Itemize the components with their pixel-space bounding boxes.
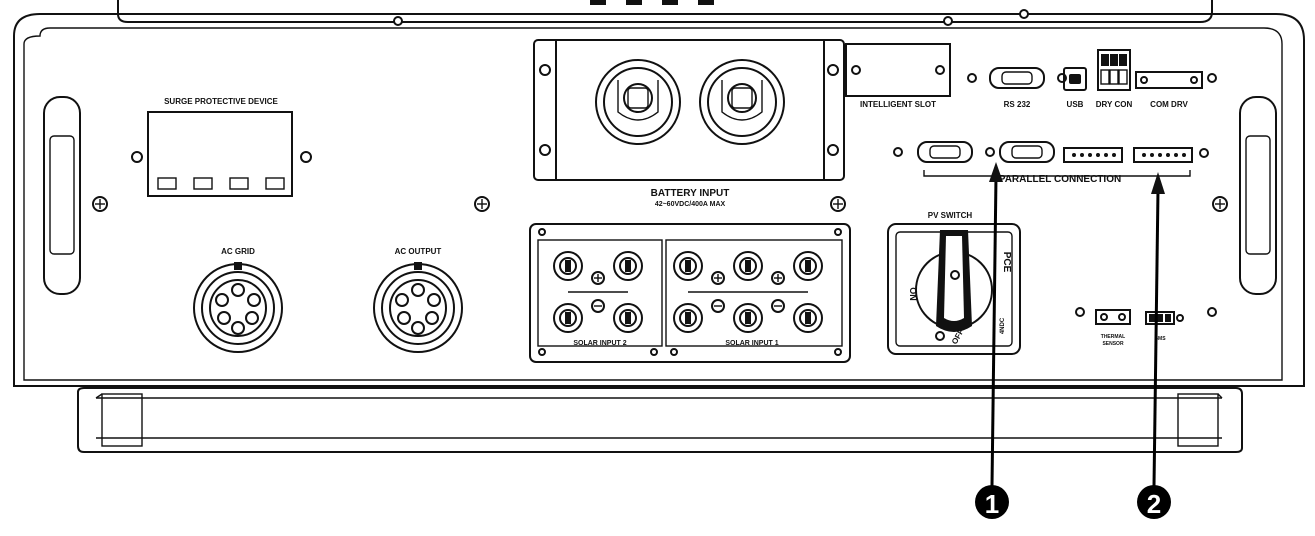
callout-2: 2: [1137, 172, 1171, 519]
callout-2-number: 2: [1147, 489, 1161, 519]
panel-screws: [92, 9, 1228, 212]
solar1-terminal-4[interactable]: [673, 303, 703, 333]
usb-port[interactable]: USB: [1063, 67, 1087, 109]
solar2-negative-terminal[interactable]: [613, 251, 643, 281]
intelligent-slot[interactable]: INTELLIGENT SLOT: [845, 43, 951, 109]
thermal-label-2: SENSOR: [1102, 341, 1124, 347]
surge-protective-device: SURGE PROTECTIVE DEVICE: [131, 97, 312, 197]
battery-input: BATTERY INPUT 42~60VDC/400A MAX: [533, 39, 845, 208]
solar1-terminal-5[interactable]: [733, 303, 763, 333]
chassis: [13, 0, 1305, 387]
left-handle: [43, 96, 81, 295]
solar1-terminal-6[interactable]: [793, 303, 823, 333]
switch-model-label: 4NDC: [1000, 317, 1006, 334]
dry-con-label: DRY CON: [1096, 100, 1133, 109]
callout-1-number: 1: [985, 489, 999, 519]
thermal-sensor-port[interactable]: THERMAL SENSOR: [1075, 307, 1131, 347]
battery-terminal-negative[interactable]: [699, 59, 785, 145]
bms-label: BMS: [1154, 336, 1166, 342]
parallel-db9-port-1[interactable]: [917, 141, 973, 163]
battery-input-label: BATTERY INPUT: [651, 188, 730, 199]
battery-spec-label: 42~60VDC/400A MAX: [655, 201, 726, 208]
ac-grid-connector[interactable]: AC GRID: [193, 247, 283, 353]
solar-input-2-label: SOLAR INPUT 2: [573, 340, 626, 347]
com-drv-label: COM DRV: [1150, 100, 1188, 109]
solar1-terminal-1[interactable]: [673, 251, 703, 281]
screw-icon: [830, 196, 846, 212]
arrow-up-icon: [989, 162, 1003, 182]
thermal-label-1: THERMAL: [1101, 334, 1125, 340]
rs232-port[interactable]: RS 232: [967, 67, 1067, 109]
solar2-terminal-3[interactable]: [553, 303, 583, 333]
ac-grid-label: AC GRID: [221, 247, 255, 256]
ac-output-connector[interactable]: AC OUTPUT: [373, 247, 463, 353]
screw-icon: [1212, 196, 1228, 212]
battery-terminal-positive[interactable]: [595, 59, 681, 145]
com-drv-port[interactable]: COM DRV: [1135, 71, 1217, 109]
solar1-terminal-3[interactable]: [793, 251, 823, 281]
parallel-terminal-block-2[interactable]: [1133, 147, 1193, 163]
solar1-terminal-2[interactable]: [733, 251, 763, 281]
solar-input-panel: SOLAR INPUT 2 SOLAR INPUT 1: [529, 223, 851, 363]
usb-label: USB: [1067, 100, 1084, 109]
pv-switch-label: PV SWITCH: [928, 211, 973, 220]
parallel-connection-label: PARALLEL CONNECTION: [999, 174, 1121, 185]
solar-input-1-label: SOLAR INPUT 1: [725, 340, 778, 347]
top-vent: [590, 0, 714, 5]
ac-output-label: AC OUTPUT: [395, 247, 442, 256]
screw-icon: [92, 196, 108, 212]
arrow-up-icon: [1151, 172, 1165, 194]
solar2-terminal-4[interactable]: [613, 303, 643, 333]
surge-label: SURGE PROTECTIVE DEVICE: [164, 97, 278, 106]
bms-port[interactable]: BMS: [1145, 307, 1217, 342]
minus-icon: [711, 299, 725, 313]
switch-on-label: ON: [908, 287, 918, 301]
parallel-connection: PARALLEL CONNECTION: [893, 141, 1209, 185]
solar2-positive-terminal[interactable]: [553, 251, 583, 281]
parallel-terminal-block-1[interactable]: [1063, 147, 1123, 163]
switch-brand-label: PCE: [1001, 252, 1012, 273]
minus-icon: [771, 299, 785, 313]
dry-contact-port[interactable]: DRY CON: [1096, 49, 1133, 109]
pv-switch[interactable]: PV SWITCH ON OFF PCE 4NDC: [887, 211, 1021, 355]
callout-1: 1: [975, 162, 1009, 519]
right-handle: [1239, 96, 1277, 295]
plus-icon: [591, 271, 605, 285]
screw-icon: [474, 196, 490, 212]
plus-icon: [711, 271, 725, 285]
intelligent-slot-label: INTELLIGENT SLOT: [860, 100, 936, 109]
rs232-label: RS 232: [1004, 100, 1031, 109]
minus-icon: [591, 299, 605, 313]
bottom-base: [77, 387, 1243, 453]
plus-icon: [771, 271, 785, 285]
parallel-db9-port-2[interactable]: [999, 141, 1055, 163]
